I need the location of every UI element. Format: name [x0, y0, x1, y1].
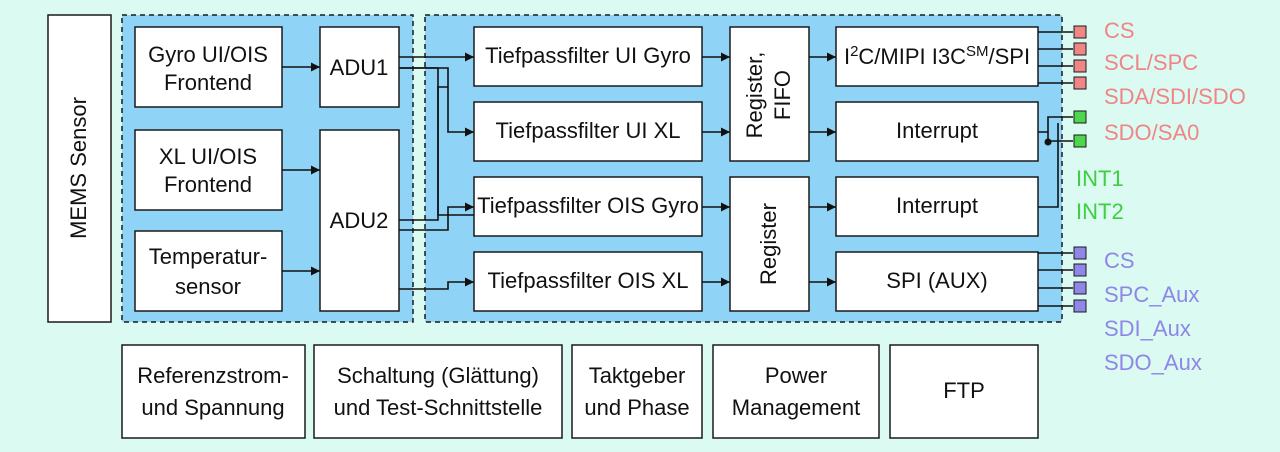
- mems-sensor-label: MEMS Sensor: [66, 97, 91, 239]
- pin-int1: [1073, 110, 1087, 124]
- test-interface-line1: Schaltung (Glättung): [337, 363, 539, 388]
- filter-ois-xl-label: Tiefpassfilter OIS XL: [488, 268, 689, 293]
- filter-ois-gyro-label: Tiefpassfilter OIS Gyro: [477, 193, 699, 218]
- filter-ui-xl-label: Tiefpassfilter UI XL: [495, 118, 680, 143]
- temperature-sensor-block: [134, 230, 283, 312]
- pin-label-cs-aux: CS: [1104, 248, 1135, 273]
- clock-phase-line1: Taktgeber: [589, 363, 686, 388]
- test-interface-block: [313, 344, 563, 439]
- connection-wires: [282, 31, 1073, 307]
- clock-phase-line2: und Phase: [584, 395, 689, 420]
- interrupt1-block: [835, 101, 1039, 162]
- register-fifo-line1: Register,: [742, 52, 767, 139]
- pin-label-cs: CS: [1104, 18, 1135, 43]
- test-interface-line2: und Test-Schnittstelle: [334, 395, 543, 420]
- power-management-line1: Power: [765, 363, 827, 388]
- pin-label-sda-sdi-sdo: SDA/SDI/SDO: [1104, 84, 1246, 109]
- temperature-line2: sensor: [175, 274, 241, 299]
- pin-label-sdi-aux: SDI_Aux: [1104, 316, 1191, 341]
- filter-ui-gyro-block: [473, 26, 703, 87]
- power-management-block: [712, 344, 880, 439]
- gyro-frontend-line1: Gyro UI/OIS: [148, 42, 268, 67]
- register-fifo-line2: FIFO: [770, 70, 795, 120]
- gyro-frontend-block: [134, 26, 283, 108]
- xl-frontend-block: [134, 129, 283, 211]
- register-ois-label: Register: [756, 203, 781, 285]
- pin-label-int2: INT2: [1076, 199, 1124, 224]
- adu2-block: [319, 129, 400, 312]
- temperature-line1: Temperatur-: [149, 244, 268, 269]
- register-fifo-block: [729, 26, 810, 162]
- reference-current-block: [121, 344, 306, 439]
- pin-int2: [1073, 134, 1087, 148]
- pin-sda-sdi-sdo: [1073, 59, 1087, 73]
- pin-sdi-aux: [1073, 281, 1087, 295]
- ftp-label: FTP: [943, 378, 985, 403]
- register-ois-block: [729, 176, 810, 312]
- pin-scl-spc: [1073, 42, 1087, 56]
- reference-current-line2: und Spannung: [141, 395, 284, 420]
- adu2-label: ADU2: [330, 208, 389, 233]
- interrupt1-label: Interrupt: [896, 118, 978, 143]
- spi-aux-label: SPI (AUX): [886, 268, 987, 293]
- ftp-block: [889, 344, 1039, 439]
- pin-cs: [1073, 25, 1087, 39]
- pin-cs-aux: [1073, 246, 1087, 260]
- pin-label-spc-aux: SPC_Aux: [1104, 282, 1199, 307]
- bus-interface-block: [835, 26, 1039, 87]
- spi-aux-block: [835, 251, 1039, 312]
- pin-label-scl-spc: SCL/SPC: [1104, 50, 1198, 75]
- clock-phase-block: [571, 344, 703, 439]
- bus-interface-label: I2C/MIPI I3CSM/SPI: [844, 43, 1030, 69]
- interrupt2-block: [835, 176, 1039, 237]
- pin-label-sdo-aux: SDO_Aux: [1104, 350, 1202, 375]
- pin-sdo-sa0: [1073, 76, 1087, 90]
- xl-frontend-line2: Frontend: [164, 172, 252, 197]
- filter-ui-xl-block: [473, 101, 703, 162]
- pin-label-int1: INT1: [1076, 166, 1124, 191]
- filter-ui-gyro-label: Tiefpassfilter UI Gyro: [485, 43, 691, 68]
- xl-frontend-line1: XL UI/OIS: [159, 144, 257, 169]
- reference-current-line1: Referenzstrom-: [137, 363, 289, 388]
- pin-spc-aux: [1073, 263, 1087, 277]
- gyro-frontend-line2: Frontend: [164, 70, 252, 95]
- mems-sensor-block: [47, 14, 112, 323]
- power-management-line2: Management: [732, 395, 860, 420]
- pin-label-sdo-sa0: SDO/SA0: [1104, 120, 1199, 145]
- adu1-label: ADU1: [330, 55, 389, 80]
- pin-sdo-aux: [1073, 299, 1087, 313]
- adu1-block: [319, 26, 400, 108]
- interrupt2-label: Interrupt: [896, 193, 978, 218]
